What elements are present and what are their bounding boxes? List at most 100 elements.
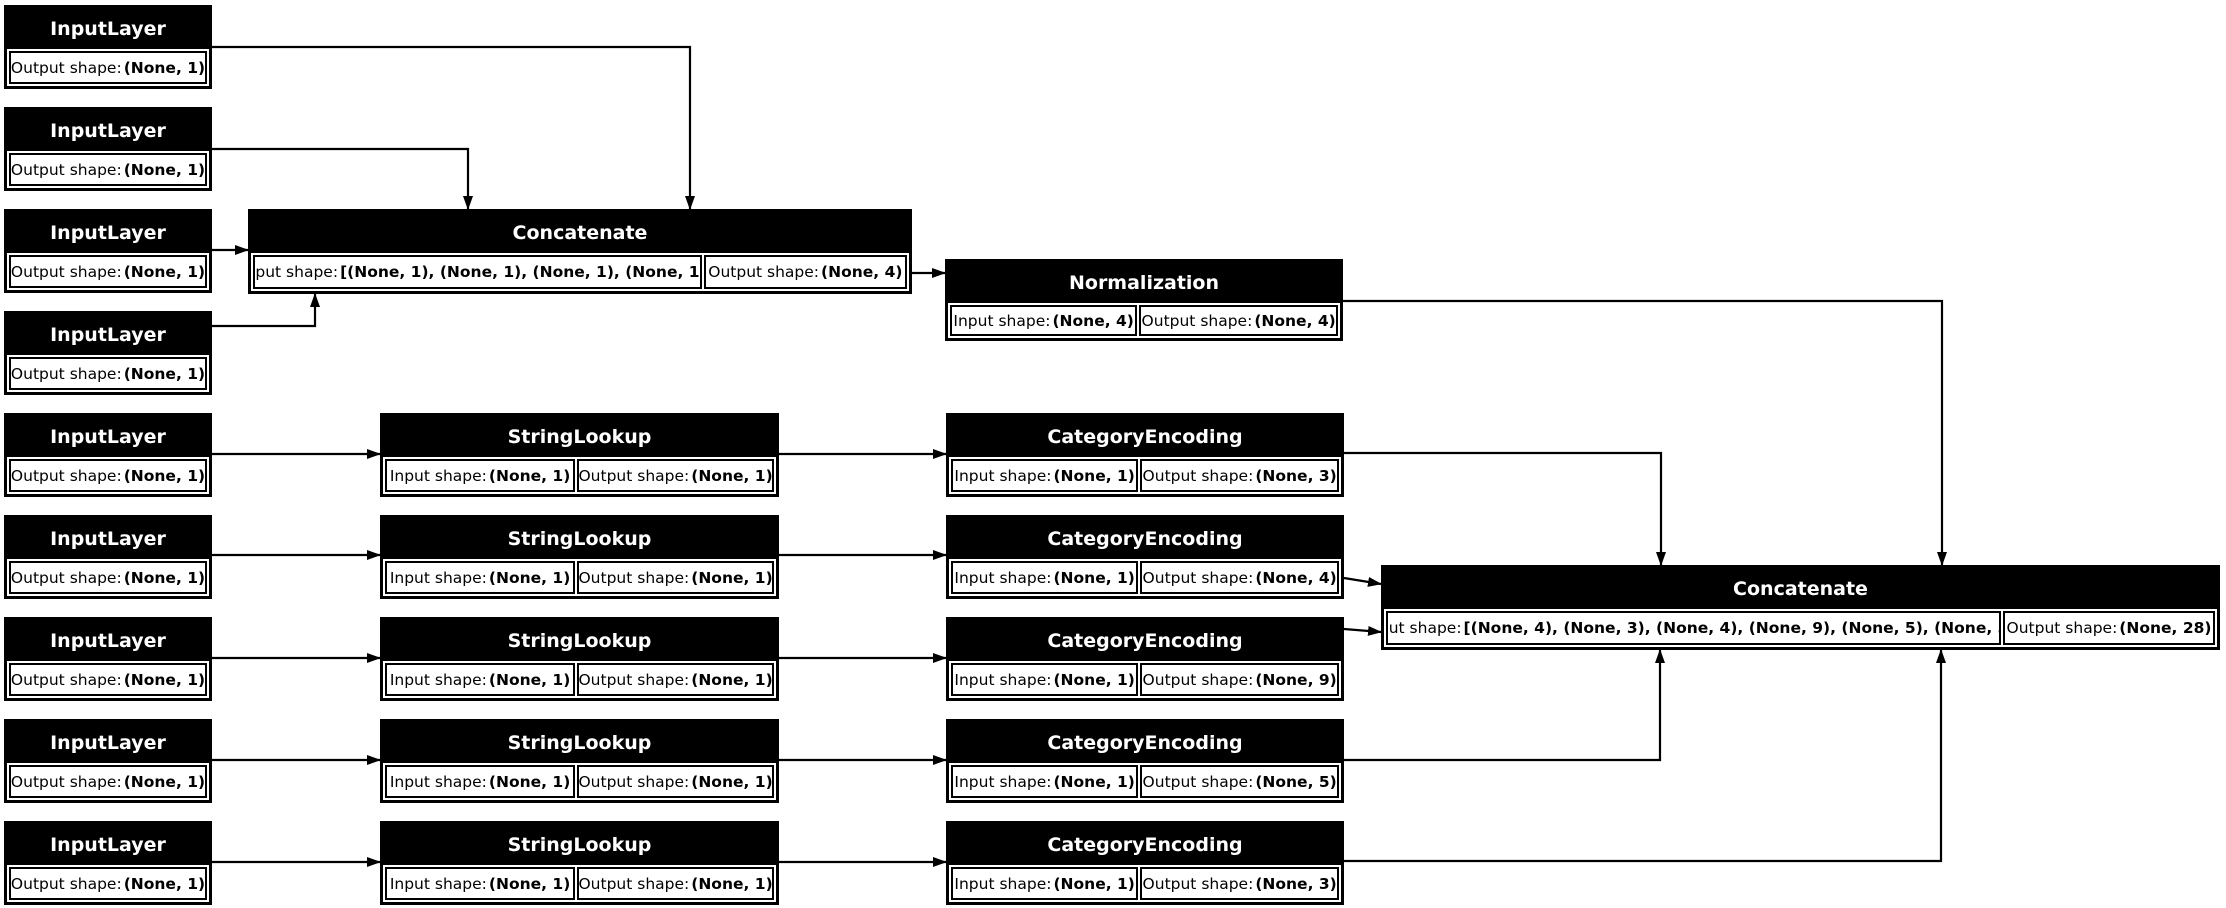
shape-label: Output shape: [10, 568, 122, 587]
shape-value: (None, 1) [1053, 466, 1135, 485]
shape-label: Output shape: [578, 466, 690, 485]
cell-input-shape: Input shape: (None, 1) [951, 867, 1139, 900]
shape-label: Input shape: [954, 874, 1052, 893]
shape-value: (None, 1) [488, 568, 571, 587]
shape-value: (None, 3) [1255, 466, 1337, 485]
shape-value: (None, 4) [821, 263, 903, 281]
node-body: Input shape: (None, 1)Output shape: (Non… [383, 559, 776, 596]
cell-output-shape: Output shape: (None, 1) [9, 663, 207, 696]
shape-value: (None, 3) [1255, 874, 1337, 893]
shape-value: [(None, 4), (None, 3), (None, 4), (None,… [1463, 619, 2002, 637]
cell-input-shape: Input shape: [(None, 1), (None, 1), (Non… [253, 255, 702, 289]
cell-output-shape: Output shape: (None, 4) [1140, 561, 1339, 594]
node-title: StringLookup [507, 629, 652, 652]
shape-label: Input shape: [954, 466, 1052, 485]
shape-label: Output shape: [10, 262, 122, 281]
shape-value: (None, 1) [691, 874, 773, 893]
node-title: InputLayer [50, 119, 166, 142]
cell-output-shape: Output shape: (None, 1) [577, 459, 774, 492]
cell-input-shape: Input shape: (None, 1) [951, 561, 1139, 594]
cell-input-shape: Input shape: (None, 1) [951, 459, 1139, 492]
edge-normalization-1-to-concatenate-2 [1343, 299, 1947, 566]
cell-input-shape: Input shape: (None, 1) [951, 765, 1139, 798]
cell-output-shape: Output shape: (None, 1) [9, 561, 207, 594]
node-title: CategoryEncoding [1047, 833, 1243, 856]
node-body: Output shape: (None, 1) [7, 865, 209, 902]
edge-categoryencoding-2-to-concatenate-2 [1343, 576, 1382, 587]
cell-input-shape: Input shape: (None, 1) [385, 663, 576, 696]
shape-label: Output shape: [10, 160, 122, 179]
shape-label: Output shape: [10, 772, 122, 791]
shape-value: (None, 1) [691, 772, 773, 791]
shape-label: Output shape: [2006, 619, 2118, 637]
node-title: CategoryEncoding [1047, 629, 1243, 652]
shape-value: (None, 1) [1053, 772, 1135, 791]
node-body: Output shape: (None, 1) [7, 151, 209, 188]
shape-label: Output shape: [10, 364, 122, 383]
shape-value: (None, 1) [691, 466, 773, 485]
shape-label: Output shape: [1141, 311, 1253, 330]
node-body: Input shape: (None, 1)Output shape: (Non… [949, 559, 1341, 596]
node-title: InputLayer [50, 17, 166, 40]
shape-label: Output shape: [1142, 772, 1254, 791]
node-body: Input shape: (None, 1)Output shape: (Non… [383, 457, 776, 494]
node-body: Output shape: (None, 1) [7, 661, 209, 698]
node-body: Output shape: (None, 1) [7, 49, 209, 86]
shape-label: Output shape: [1142, 466, 1254, 485]
node-title: CategoryEncoding [1047, 425, 1243, 448]
shape-label: Input shape: [953, 311, 1051, 330]
shape-value: (None, 1) [691, 670, 773, 689]
shape-value: (None, 4) [1254, 311, 1336, 330]
shape-label: Output shape: [1142, 568, 1254, 587]
shape-value: (None, 1) [488, 772, 571, 791]
shape-label: Input shape: [389, 466, 487, 485]
shape-value: (None, 1) [123, 568, 206, 587]
node-body: Input shape: (None, 1)Output shape: (Non… [949, 763, 1341, 800]
shape-label: Output shape: [578, 772, 690, 791]
node-title: InputLayer [50, 323, 166, 346]
cell-output-shape: Output shape: (None, 1) [9, 357, 207, 390]
edge-categoryencoding-3-to-concatenate-2 [1343, 625, 1382, 636]
edge-inputlayer-1-to-concatenate-1 [212, 45, 695, 210]
shape-label: Input shape: [389, 568, 487, 587]
shape-value: (None, 1) [488, 874, 571, 893]
shape-value: (None, 1) [123, 262, 206, 281]
shape-label: Output shape: [10, 670, 122, 689]
cell-output-shape: Output shape: (None, 1) [577, 765, 774, 798]
node-title: InputLayer [50, 629, 166, 652]
shape-value: (None, 1) [1053, 670, 1135, 689]
shape-label: Output shape: [578, 568, 690, 587]
node-concatenate-2: ConcatenateInput shape: [(None, 4), (Non… [1381, 565, 2220, 650]
node-body: Input shape: (None, 1)Output shape: (Non… [383, 865, 776, 902]
cell-output-shape: Output shape: (None, 1) [9, 867, 207, 900]
node-body: Output shape: (None, 1) [7, 355, 209, 392]
shape-label: Output shape: [10, 466, 122, 485]
cell-output-shape: Output shape: (None, 1) [9, 153, 207, 186]
cell-output-shape: Output shape: (None, 1) [9, 51, 207, 84]
cell-input-shape: Input shape: (None, 1) [385, 867, 576, 900]
node-title: StringLookup [507, 527, 652, 550]
shape-value: (None, 1) [1053, 568, 1135, 587]
node-title: InputLayer [50, 731, 166, 754]
cell-output-shape: Output shape: (None, 1) [9, 255, 207, 288]
cell-input-shape: Input shape: (None, 1) [951, 663, 1139, 696]
cell-input-shape: Input shape: (None, 1) [385, 459, 576, 492]
node-body: Input shape: (None, 1)Output shape: (Non… [949, 865, 1341, 902]
shape-value: (None, 4) [1052, 311, 1134, 330]
cell-output-shape: Output shape: (None, 4) [1139, 305, 1338, 336]
edge-inputlayer-2-to-concatenate-1 [212, 147, 473, 210]
shape-label: Output shape: [1142, 874, 1254, 893]
cell-output-shape: Output shape: (None, 1) [9, 765, 207, 798]
shape-label: Output shape: [578, 670, 690, 689]
edge-categoryencoding-5-to-concatenate-2 [1344, 649, 1946, 863]
